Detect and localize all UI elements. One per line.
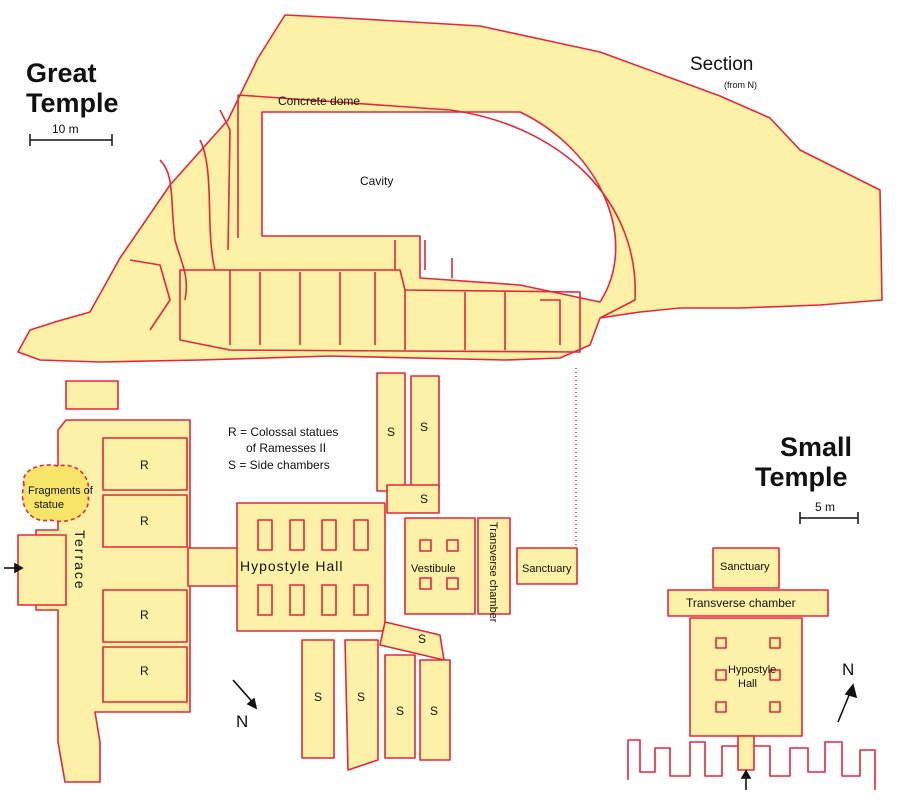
- small-hypostyle-label-2: Hall: [738, 678, 757, 690]
- colossus-label-4: R: [140, 664, 149, 678]
- north-arrow-small-head: [844, 683, 858, 699]
- transverse-chamber: [477, 517, 511, 615]
- colossus-label-3: R: [140, 608, 149, 622]
- small-transverse-label: Transverse chamber: [686, 596, 796, 610]
- great-north-label: N: [236, 712, 249, 731]
- concrete-dome-label: Concrete dome: [278, 94, 361, 108]
- small-scale-label: 5 m: [815, 500, 836, 514]
- section-dome-band: [237, 94, 636, 319]
- section-cavity: [261, 111, 617, 303]
- small-sanctuary-label: Sanctuary: [720, 561, 770, 573]
- side-chamber-label-3: S: [420, 492, 429, 506]
- small-hypostyle-label-1: Hypostyle: [728, 664, 777, 676]
- colossi: [102, 437, 188, 703]
- legend-r-line1: R = Colossal statues: [228, 425, 339, 439]
- great-temple-title-1: Great: [26, 58, 97, 88]
- small-north-label: N: [842, 660, 855, 679]
- small-sanctuary: [712, 547, 780, 589]
- north-arrow-great-head: [246, 697, 258, 710]
- fragments-label-1: Fragments of: [28, 485, 93, 497]
- terrace-steps: [17, 534, 67, 606]
- plan-north-room: [65, 380, 119, 410]
- small-temple-title-2: Temple: [755, 462, 848, 492]
- vestibule: [404, 517, 476, 615]
- section-title: Section: [690, 54, 754, 75]
- vestibule-pillars: [419, 539, 459, 590]
- side-chamber-label-1: S: [387, 425, 396, 439]
- side-chamber-label-6: S: [357, 690, 366, 704]
- side-chambers-south: [301, 621, 451, 771]
- side-chambers-north: [376, 372, 440, 514]
- small-facade: [627, 739, 876, 790]
- great-scale-bar: [29, 134, 113, 146]
- side-chamber-label-5: S: [314, 690, 323, 704]
- legend-s-line: S = Side chambers: [228, 458, 330, 472]
- facade-passage: [187, 547, 241, 587]
- entrance-arrow-great-head: [14, 562, 24, 574]
- entrance-arrow-small-head: [740, 769, 752, 779]
- side-chamber-label-7: S: [396, 704, 405, 718]
- side-chamber-label-4: S: [418, 632, 427, 646]
- sanctuary: [516, 547, 578, 585]
- side-chamber-label-8: S: [430, 704, 439, 718]
- hypostyle-hall-label: Hypostyle Hall: [240, 558, 344, 574]
- small-entrance: [737, 735, 755, 771]
- fragments-label-2: statue: [34, 499, 64, 511]
- hypostyle-pillars: [257, 519, 369, 616]
- cavity-label: Cavity: [360, 174, 394, 188]
- colossus-label-1: R: [140, 458, 149, 472]
- side-chamber-label-2: S: [420, 420, 429, 434]
- sanctuary-label: Sanctuary: [522, 563, 572, 575]
- small-hall-pillars: [715, 637, 781, 713]
- small-scale-bar: [799, 512, 859, 524]
- small-hypostyle-hall: [689, 617, 803, 737]
- terrace-label: Terrace: [72, 530, 88, 591]
- small-temple-title-1: Small: [780, 432, 853, 462]
- great-scale-label: 10 m: [52, 122, 79, 136]
- great-temple-title-2: Temple: [26, 88, 119, 118]
- transverse-chamber-label: Transverse chamber: [487, 522, 499, 623]
- small-transverse-chamber: [667, 589, 829, 617]
- colossus-label-2: R: [140, 514, 149, 528]
- section-subtitle: (from N): [724, 80, 757, 90]
- vestibule-label: Vestibule: [411, 563, 456, 575]
- section-chambers: [129, 109, 581, 353]
- legend-r-line2: of Ramesses II: [246, 441, 327, 455]
- fragments-of-statue: [21, 464, 90, 522]
